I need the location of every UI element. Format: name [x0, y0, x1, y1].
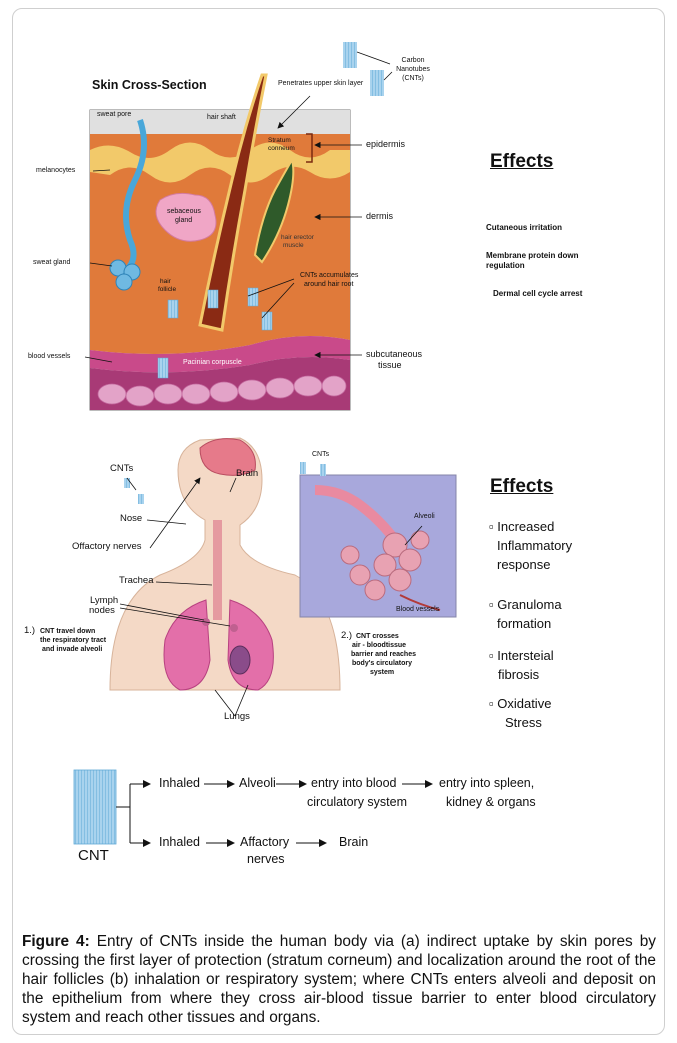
effect-b-3b: fibrosis [498, 667, 539, 682]
label-hair-follicle-1: hair [160, 278, 171, 285]
label-cnts-right: CNTs [312, 451, 329, 458]
flow-affactory-2: nerves [247, 852, 285, 866]
alveoli-inset [300, 475, 456, 617]
step2-line-d: body's circulatory [352, 660, 412, 667]
label-blood-vessels-a: blood vessels [28, 353, 70, 360]
label-nose: Nose [120, 513, 142, 524]
effects-title-a: Effects [490, 151, 553, 173]
flow-entry-spleen-2: kidney & organs [446, 795, 536, 809]
figure-caption: Figure 4: Entry of CNTs inside the human… [22, 932, 656, 1027]
effect-b-2: ▫ Granuloma [489, 597, 562, 612]
label-olfactory: Offactory nerves [72, 541, 142, 552]
label-alveoli: Alveoli [414, 513, 435, 520]
effect-b-3: ▫ Intersteial [489, 648, 554, 663]
effect-b-2-text: Granuloma [497, 597, 561, 612]
label-epidermis: epidermis [366, 139, 405, 149]
flow-inhaled-2: Inhaled [159, 835, 200, 849]
label-sweat-pore: sweat pore [97, 111, 131, 118]
label-sebaceous-2: gland [175, 217, 192, 224]
label-sebaceous-1: sebaceous [167, 208, 201, 215]
label-hair-erector-2: muscle [283, 242, 304, 249]
effect-a-2: Membrane protein down [486, 251, 578, 260]
label-trachea: Trachea [119, 575, 154, 586]
flow-brain: Brain [339, 835, 368, 849]
cnt-legend-icon [343, 42, 392, 96]
label-subcutaneous-1: subcutaneous [366, 349, 422, 359]
effect-a-2b: regulation [486, 261, 525, 270]
label-cnt-accumulates-2: around hair root [304, 281, 353, 288]
label-blood-vessels-b: Blood vessels [396, 606, 439, 613]
label-hair-shaft: hair shaft [207, 114, 236, 121]
label-dermis: dermis [366, 211, 393, 221]
effect-b-4: ▫ Oxidative [489, 696, 551, 711]
effect-b-4-text: Oxidative [497, 696, 551, 711]
label-cnts-left: CNTs [110, 463, 133, 474]
skin-section-title: Skin Cross-Section [92, 78, 207, 92]
label-melanocytes: melanocytes [36, 167, 75, 174]
step1-number: 1.) [24, 625, 35, 636]
flow-inhaled-1: Inhaled [159, 776, 200, 790]
effect-b-1-text: Increased [497, 519, 554, 534]
effect-b-4b: Stress [505, 715, 542, 730]
step2-number: 2.) [341, 630, 352, 641]
flow-alveoli: Alveoli [239, 776, 276, 790]
label-sweat-gland: sweat gland [33, 259, 70, 266]
label-cnt-legend-3: (CNTs) [388, 75, 438, 82]
flow-cnt-label: CNT [78, 847, 109, 864]
effect-b-1: ▫ Increased [489, 519, 554, 534]
effects-title-b: Effects [490, 476, 553, 498]
effect-b-3-text: Intersteial [497, 648, 553, 663]
flow-entry-blood-1: entry into blood [311, 776, 396, 790]
effect-b-1b: Inflammatory [497, 538, 572, 553]
effect-a-1: Cutaneous irritation [486, 223, 562, 232]
label-brain: Brain [236, 468, 258, 479]
label-hair-follicle-2: follicle [158, 286, 176, 293]
flow-entry-spleen-1: entry into spleen, [439, 776, 534, 790]
caption-text: Entry of CNTs inside the human body via … [22, 933, 656, 1026]
flow-entry-blood-2: circulatory system [307, 795, 407, 809]
label-penetrates: Penetrates upper skin layer [278, 80, 363, 87]
label-pacinian: Pacinian corpuscle [183, 359, 242, 366]
label-lymph-2: nodes [89, 605, 115, 616]
label-lungs: Lungs [224, 711, 250, 722]
effect-b-2b: formation [497, 616, 551, 631]
step1-line-a: CNT travel down [40, 628, 95, 635]
label-stratum-2: conneum [268, 145, 295, 152]
step2-line-a: CNT crosses [356, 633, 399, 640]
step1-line-c: and invade alveoli [42, 646, 102, 653]
label-cnt-accumulates-1: CNTs accumulates [300, 272, 358, 279]
caption-label: Figure 4: [22, 933, 90, 950]
step1-line-b: the respiratory tract [40, 637, 106, 644]
label-cnt-legend-1: Carbon [388, 57, 438, 64]
flow-affactory-1: Affactory [240, 835, 289, 849]
step2-line-e: system [370, 669, 394, 676]
step2-line-c: barrier and reaches [351, 651, 416, 658]
effect-a-3: Dermal cell cycle arrest [493, 289, 582, 298]
label-hair-erector-1: hair erector [281, 234, 314, 241]
effect-b-1c: response [497, 557, 550, 572]
step2-line-b: air - bloodtissue [352, 642, 406, 649]
label-subcutaneous-2: tissue [378, 360, 402, 370]
label-cnt-legend-2: Nanotubes [388, 66, 438, 73]
label-stratum-1: Stratum [268, 137, 291, 144]
